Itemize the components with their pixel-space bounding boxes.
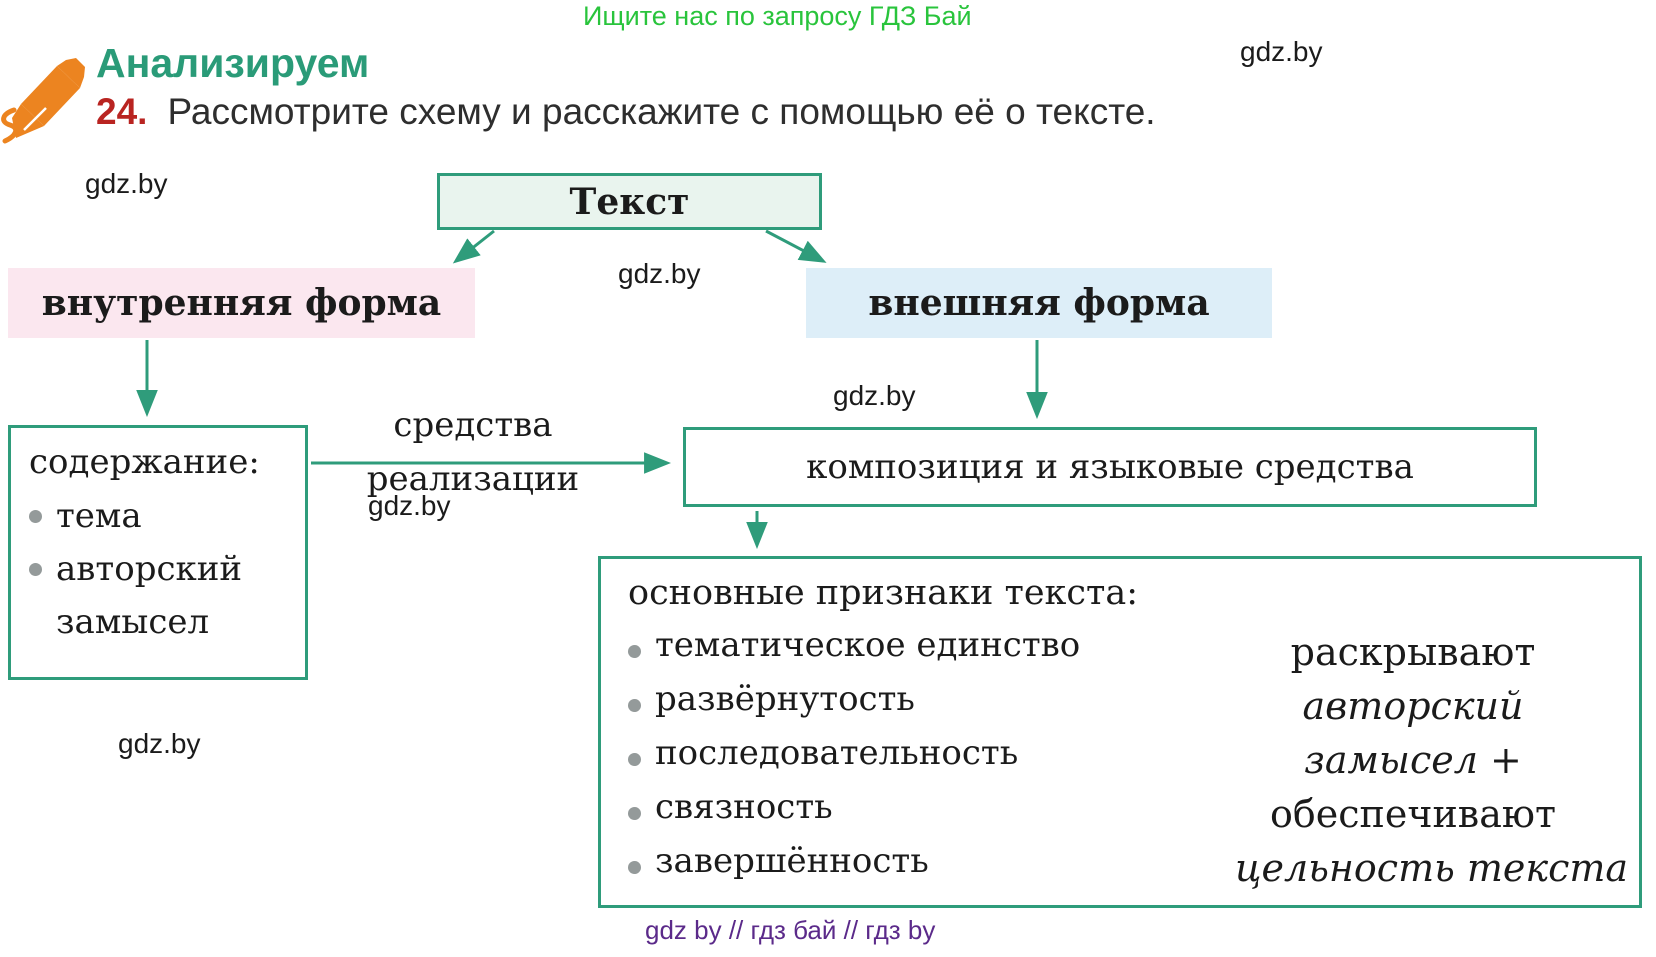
watermark-gdzby: gdz.by [85,168,168,199]
list-item-label: развёрнутость [655,679,915,719]
features-title: основные признаки текста: [628,573,1139,613]
list-item-label: тема [56,496,142,536]
bullet-dot [628,645,641,658]
result-column: раскрывают авторский замысел + обеспечивают… [1235,625,1629,895]
features-list: тематическое единство развёрнутость послед… [628,625,1080,895]
content-items: тема авторский замысел [29,490,305,649]
box-composition: композиция и языковые средства [683,427,1537,507]
box-external-form: внешняя форма [806,268,1272,338]
bullet-dot [29,510,42,523]
connector-line-2: реализации [366,459,580,499]
list-item-label: авторский замысел [56,549,243,642]
box-text-root: Текст [437,173,822,230]
list-item: тема [29,490,305,543]
watermark-gdzby: gdz.by [618,258,701,289]
watermark-gdzby: gdz.by [368,490,451,521]
list-item: завершённость [628,841,1080,895]
arrow-root-to-left [452,229,495,264]
bullet-dot [628,861,641,874]
watermark-gdzby: gdz.by [833,380,916,411]
list-item: авторский замысел [29,543,305,649]
watermark-footer: gdz by // гдз бай // гдз by [645,915,936,945]
exercise-number: 24. [96,91,148,132]
list-item-label: завершённость [655,841,929,881]
bullet-dot [628,699,641,712]
task-text: Рассмотрите схему и расскажите с помощью… [167,91,1156,132]
bullet-dot [29,563,42,576]
list-item: развёрнутость [628,679,1080,733]
list-item-label: тематическое единство [655,625,1081,665]
pen-icon [1,58,85,144]
result-line: замысел + [1304,738,1522,782]
task-line: 24. Рассмотрите схему и расскажите с помо… [96,91,1156,133]
watermark-gdzby: gdz.by [1240,36,1323,67]
bullet-dot [628,807,641,820]
result-line: обеспечивают [1270,792,1556,836]
result-line: авторский [1302,684,1524,728]
result-line: раскрывают [1290,630,1536,674]
list-item-label: связность [655,787,833,827]
bullet-dot [628,753,641,766]
content-title: содержание: [29,442,260,482]
section-heading: Анализируем [96,40,370,86]
box-internal-form: внутренняя форма [8,268,475,338]
connector-label: средства реализации [340,398,606,506]
connector-line-1: средства [393,405,553,445]
box-features: основные признаки текста: тематическое е… [598,556,1642,908]
result-line: цельность текста [1235,846,1629,890]
arrow-root-to-right [765,229,827,263]
watermark-gdzby: gdz.by [118,728,201,759]
box-content: содержание: тема авторский замысел [8,425,308,680]
list-item: тематическое единство [628,625,1080,679]
promo-banner: Ищите нас по запросу ГДЗ Бай [583,1,972,31]
list-item: связность [628,787,1080,841]
list-item-label: последовательность [655,733,1019,773]
list-item: последовательность [628,733,1080,787]
